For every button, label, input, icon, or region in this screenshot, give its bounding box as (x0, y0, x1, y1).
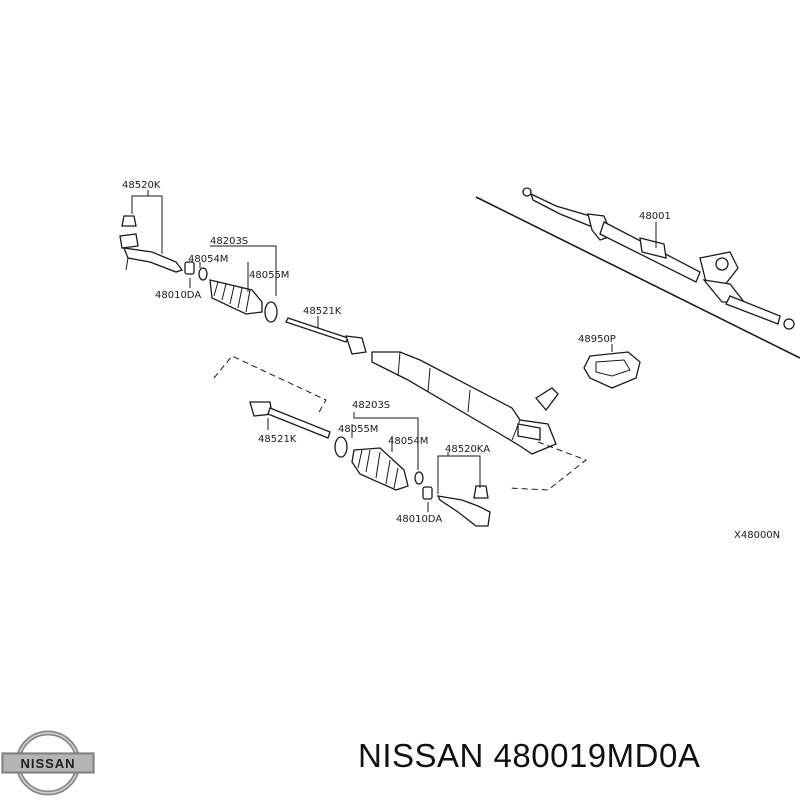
nissan-logo: NISSAN (1, 730, 95, 796)
logo-text: NISSAN (20, 756, 75, 771)
dashed-boundary-right (507, 441, 588, 491)
label-48054M-top: 48054M (188, 254, 228, 265)
label-48010DA-top: 48010DA (155, 290, 201, 301)
tie-rod-end-48520KA[interactable] (436, 485, 491, 527)
figure-code: X48000N (734, 530, 780, 541)
rack-housing[interactable] (371, 351, 559, 455)
dashed-boundary-left (213, 355, 327, 415)
label-48203S-bottom: 48203S (352, 400, 390, 411)
boot-48203S-bottom[interactable] (351, 447, 409, 491)
leader-48203S-top (210, 245, 277, 296)
label-48520KA: 48520KA (445, 444, 490, 455)
clip-48054M-top[interactable] (198, 267, 208, 281)
label-48001: 48001 (639, 211, 671, 222)
inner-tie-rod-48521K-bottom[interactable] (249, 401, 331, 439)
clamp-48055M-bottom[interactable] (334, 436, 348, 458)
tie-rod-end-48520K[interactable] (119, 215, 184, 273)
leader-48520K (131, 190, 163, 254)
label-48054M-bottom: 48054M (388, 436, 428, 447)
steering-gear-assembly-48001[interactable] (475, 187, 800, 359)
nut-48010DA-top[interactable] (184, 261, 195, 275)
leader-48520KA (437, 452, 481, 494)
label-48055M-top: 48055M (249, 270, 289, 281)
boot-48203S-top[interactable] (209, 279, 263, 315)
label-48950P: 48950P (578, 334, 616, 345)
label-48521K-top: 48521K (303, 306, 342, 317)
label-48521K-bottom: 48521K (258, 434, 297, 445)
label-48010DA-bottom: 48010DA (396, 514, 442, 525)
dust-cover-48950P[interactable] (583, 351, 641, 389)
label-48055M-bottom: 48055M (338, 424, 378, 435)
label-48203S-top: 48203S (210, 236, 248, 247)
nut-48010DA-bottom[interactable] (422, 486, 433, 500)
leader-48203S-bottom (353, 412, 419, 470)
clip-48054M-bottom[interactable] (414, 471, 424, 485)
clamp-48055M-top[interactable] (264, 301, 278, 323)
inner-tie-rod-48521K-top[interactable] (285, 317, 367, 355)
part-caption: NISSAN 480019MD0A (358, 737, 701, 774)
label-48520K: 48520K (122, 180, 161, 191)
